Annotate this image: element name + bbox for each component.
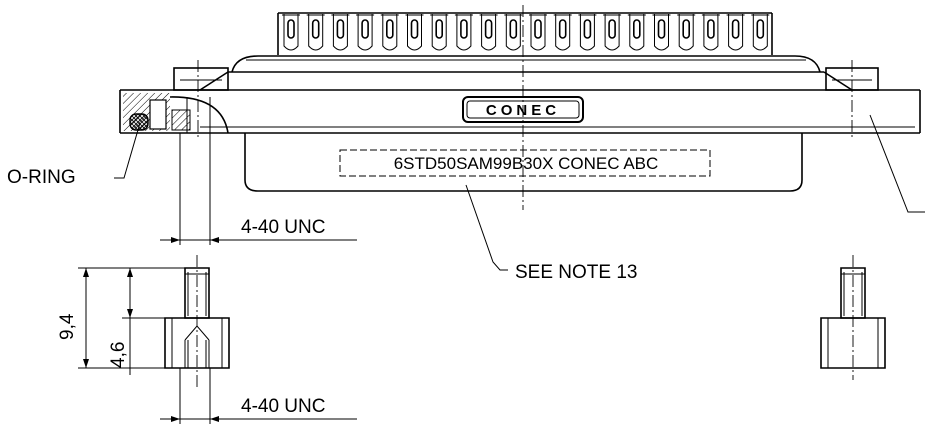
contact-pin [454, 14, 473, 51]
contact-pin [479, 14, 498, 51]
contact-pin [282, 14, 300, 51]
marking-box [339, 149, 711, 177]
contact-pin [430, 14, 449, 51]
connector-body [119, 55, 921, 192]
contact-pin [751, 14, 770, 51]
contact-pin [627, 14, 646, 51]
contact-pin [726, 14, 745, 51]
contact-pin [380, 14, 399, 51]
contact-pin [306, 14, 325, 51]
contact-pin [529, 14, 547, 51]
contact-pin [553, 14, 572, 51]
logo-text: CONEC [486, 102, 560, 119]
dimension-hex: 4,6 [108, 342, 129, 368]
thread-label-top: 4-40 UNC [241, 217, 325, 238]
contact-pin [331, 14, 350, 51]
standoff-screw-left [164, 267, 230, 369]
thread-label-bottom: 4-40 UNC [241, 396, 325, 417]
contact-pin [677, 14, 696, 51]
contact-pin [701, 14, 720, 51]
standoff-screw-right [820, 267, 886, 369]
marking-text: 6STD50SAM99B30X CONEC ABC [394, 154, 659, 173]
contact-pin [603, 14, 622, 51]
contact-pin [504, 14, 523, 51]
see-note-label: SEE NOTE 13 [515, 262, 638, 283]
contact-pin [405, 14, 424, 51]
contact-pin [652, 14, 671, 51]
contact-pin [578, 14, 597, 51]
contact-pin [356, 14, 375, 51]
o-ring-label: O-RING [7, 167, 76, 188]
contact-row [277, 12, 773, 55]
dimension-overall: 9,4 [57, 313, 78, 340]
